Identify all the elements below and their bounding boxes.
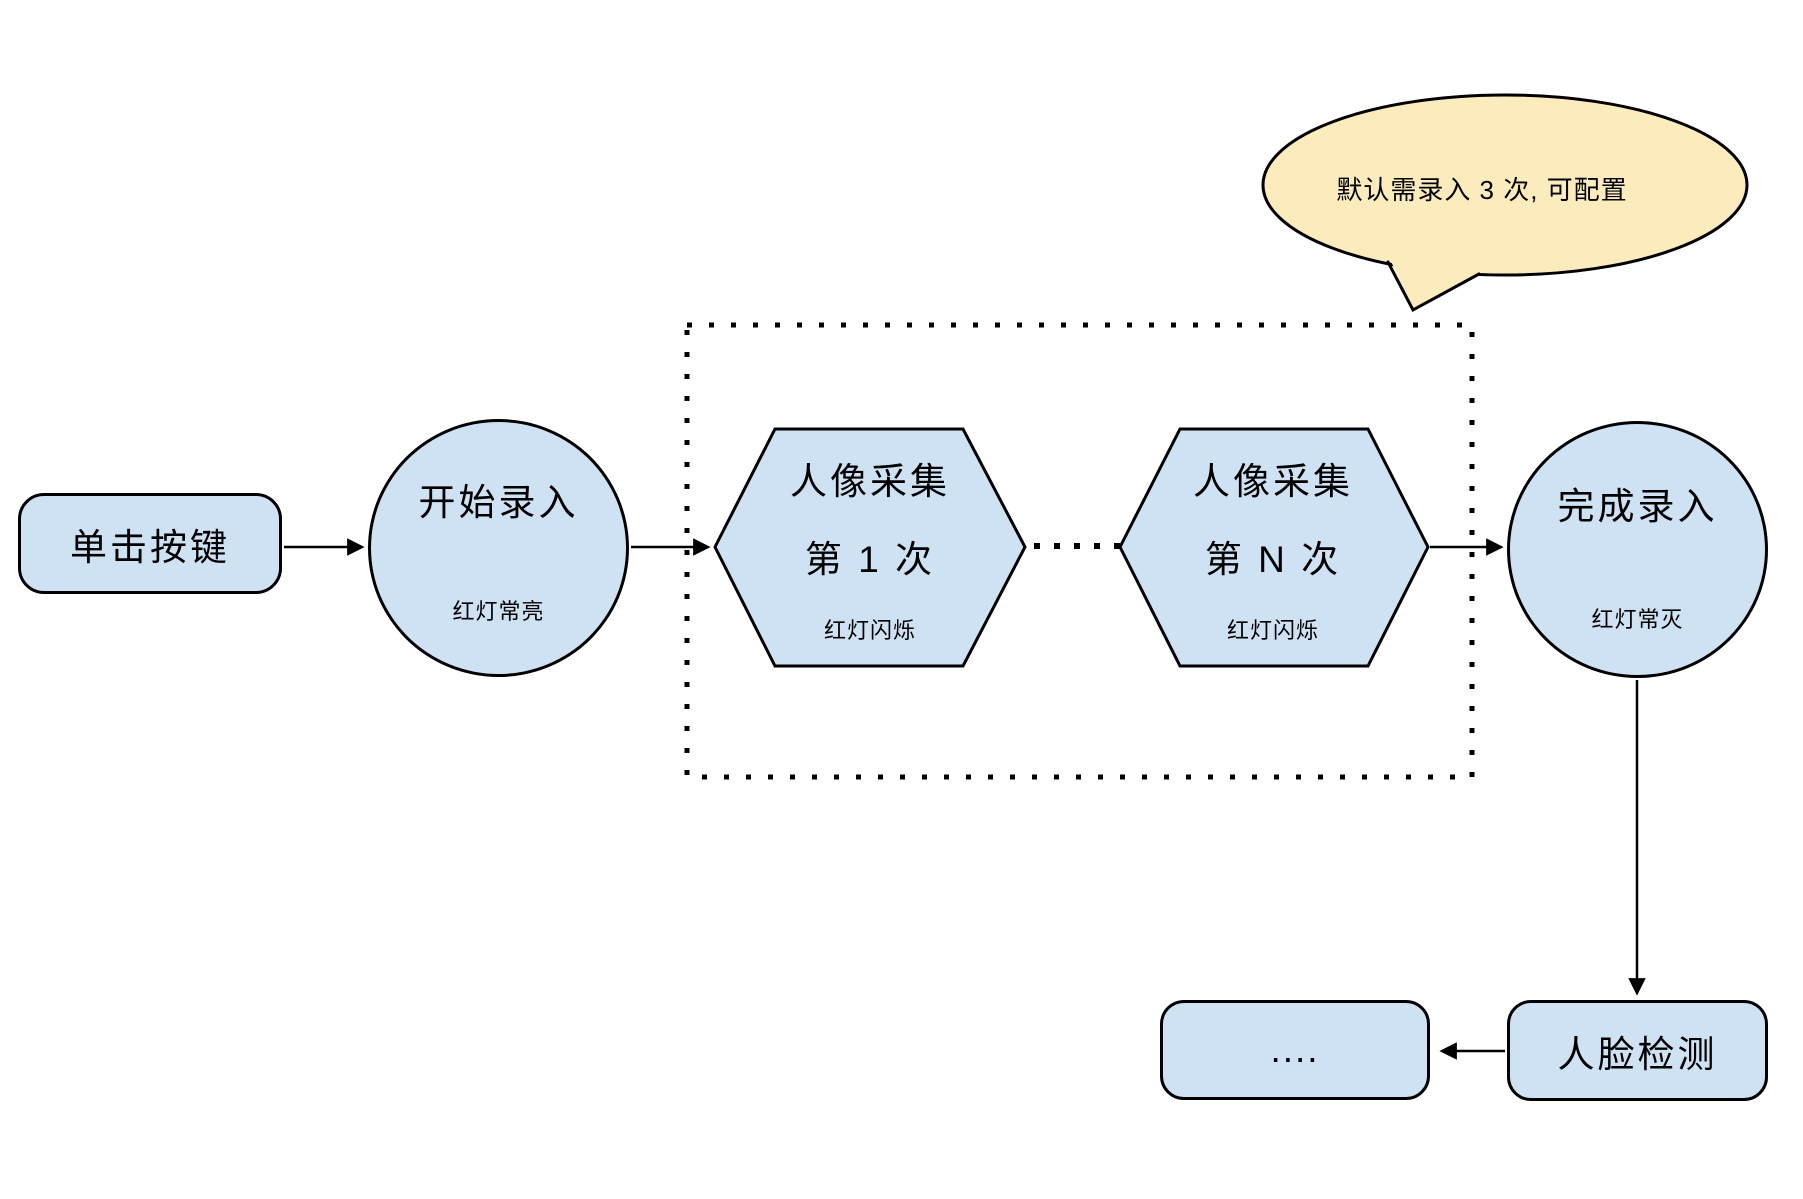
hexagon-capture-nth bbox=[1118, 427, 1430, 668]
node-capture-nth-labels: 人像采集 第 N 次 红灯闪烁 bbox=[1118, 429, 1428, 666]
node-capture-nth-subtitle: 第 N 次 bbox=[1204, 539, 1342, 580]
node-capture-nth-note: 红灯闪烁 bbox=[1226, 618, 1319, 643]
node-finish-entry: 完成录入 红灯常灭 bbox=[1507, 421, 1768, 678]
repeat-group-dotted-border bbox=[684, 322, 1475, 780]
node-start-entry-note: 红灯常亮 bbox=[452, 599, 545, 624]
node-ellipsis-label: .... bbox=[1270, 1029, 1320, 1070]
node-click-button-label: 单击按键 bbox=[70, 526, 230, 568]
node-start-entry-label: 开始录入 bbox=[418, 482, 579, 523]
node-capture-first-note: 红灯闪烁 bbox=[823, 618, 916, 643]
node-face-detection: 人脸检测 bbox=[1507, 1000, 1768, 1101]
node-finish-entry-note: 红灯常灭 bbox=[1591, 607, 1684, 632]
callout-bubble bbox=[1261, 93, 1749, 313]
node-ellipsis: .... bbox=[1160, 1000, 1430, 1100]
node-click-button: 单击按键 bbox=[18, 493, 282, 594]
callout-bubble-body bbox=[1261, 93, 1749, 277]
node-capture-first-subtitle: 第 1 次 bbox=[804, 539, 936, 580]
node-finish-entry-label: 完成录入 bbox=[1557, 486, 1718, 527]
node-face-detection-label: 人脸检测 bbox=[1557, 1033, 1718, 1075]
node-capture-nth-title: 人像采集 bbox=[1193, 461, 1353, 502]
callout-bubble-tail-outline bbox=[1386, 260, 1481, 313]
hexagon-capture-first bbox=[713, 427, 1027, 668]
callout-bubble-tail-fill bbox=[1385, 248, 1480, 310]
node-capture-first-labels: 人像采集 第 1 次 红灯闪烁 bbox=[715, 429, 1025, 666]
callout-bubble-text: 默认需录入 3 次, 可配置 bbox=[1336, 175, 1628, 205]
node-capture-first-title: 人像采集 bbox=[790, 461, 950, 502]
node-start-entry: 开始录入 红灯常亮 bbox=[368, 419, 629, 677]
